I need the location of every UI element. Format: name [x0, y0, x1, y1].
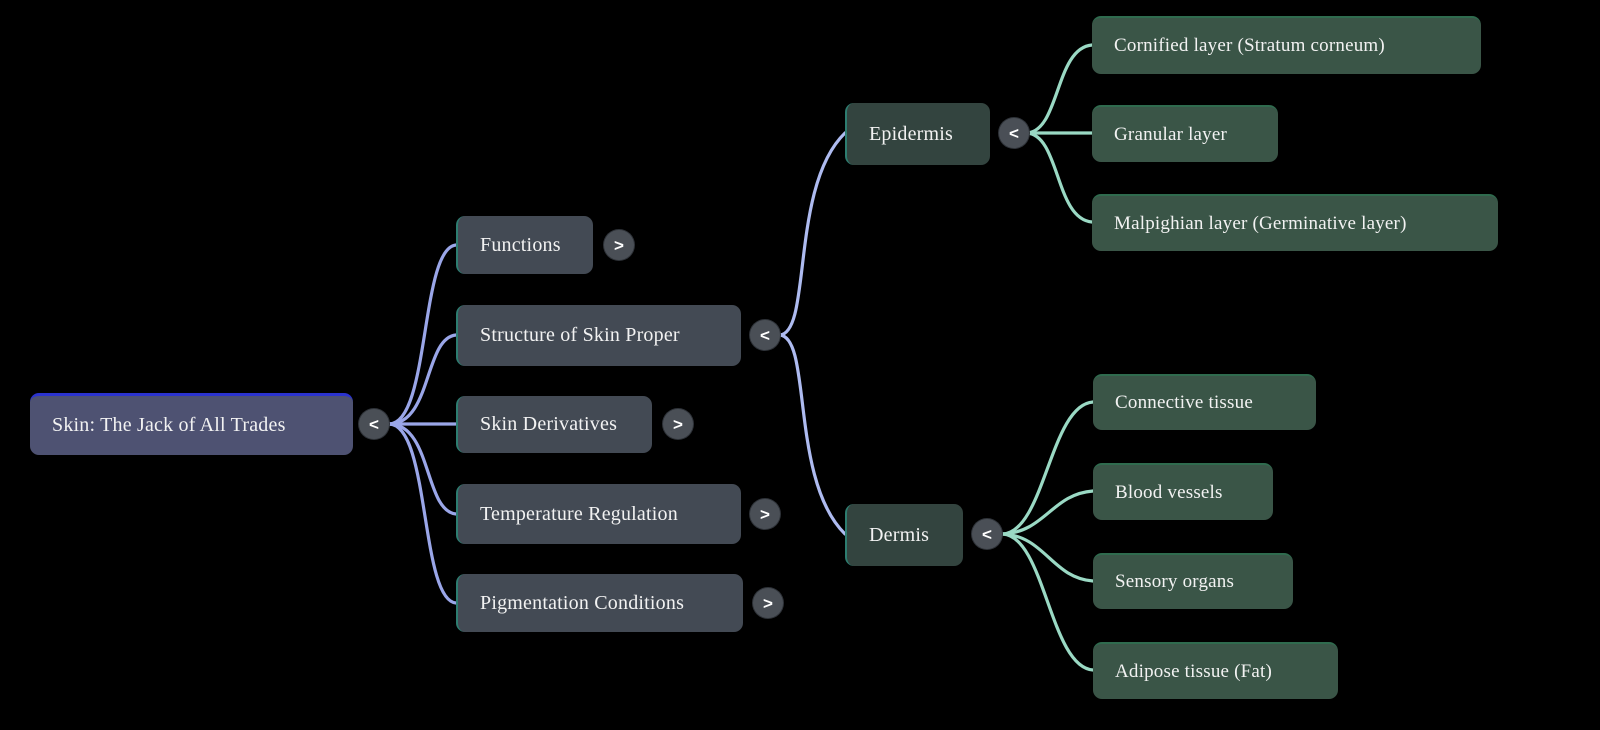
node-adipose-tissue-label: Adipose tissue (Fat)	[1115, 660, 1273, 682]
edge-dermis-adipose	[1001, 532, 1095, 672]
edge-root-functions	[387, 243, 458, 426]
node-root-label: Skin: The Jack of All Trades	[52, 414, 286, 436]
chevron-left-icon: <	[1009, 123, 1019, 143]
toggle-dermis[interactable]: <	[972, 519, 1002, 549]
toggle-pigmentation-conditions[interactable]: >	[753, 588, 783, 618]
edge-dermis-sensory	[1001, 532, 1095, 583]
node-sensory-organs[interactable]: Sensory organs	[1093, 553, 1293, 609]
node-malpighian-layer-label: Malpighian layer (Germinative layer)	[1114, 212, 1407, 234]
chevron-left-icon: <	[760, 325, 770, 345]
node-functions[interactable]: Functions	[456, 216, 593, 274]
node-structure-of-skin-proper-label: Structure of Skin Proper	[480, 324, 680, 346]
node-dermis[interactable]: Dermis	[845, 504, 963, 566]
node-skin-derivatives-label: Skin Derivatives	[480, 413, 618, 435]
toggle-functions[interactable]: >	[604, 230, 634, 260]
node-temperature-regulation-label: Temperature Regulation	[480, 502, 678, 525]
edge-dermis-blood	[1001, 489, 1095, 536]
node-root[interactable]: Skin: The Jack of All Trades	[30, 393, 353, 455]
node-cornified-layer[interactable]: Cornified layer (Stratum corneum)	[1092, 16, 1481, 74]
node-granular-layer-label: Granular layer	[1114, 123, 1228, 145]
edge-structure-epidermis	[778, 131, 847, 337]
edge-structure-dermis	[778, 333, 847, 536]
toggle-temperature-regulation[interactable]: >	[750, 499, 780, 529]
node-connective-tissue[interactable]: Connective tissue	[1093, 374, 1316, 430]
edge-root-structure	[387, 333, 458, 426]
node-granular-layer[interactable]: Granular layer	[1092, 105, 1278, 162]
node-pigmentation-conditions[interactable]: Pigmentation Conditions	[456, 574, 743, 632]
edge-root-pigmentation	[387, 422, 458, 605]
node-adipose-tissue[interactable]: Adipose tissue (Fat)	[1093, 642, 1338, 699]
toggle-root[interactable]: <	[359, 409, 389, 439]
chevron-right-icon: >	[673, 414, 683, 434]
toggle-epidermis[interactable]: <	[999, 118, 1029, 148]
chevron-right-icon: >	[614, 235, 624, 255]
node-blood-vessels-label: Blood vessels	[1115, 481, 1223, 503]
node-epidermis[interactable]: Epidermis	[845, 103, 990, 165]
toggle-skin-derivatives[interactable]: >	[663, 409, 693, 439]
node-structure-of-skin-proper[interactable]: Structure of Skin Proper	[456, 305, 741, 366]
node-cornified-layer-label: Cornified layer (Stratum corneum)	[1114, 35, 1385, 56]
node-malpighian-layer[interactable]: Malpighian layer (Germinative layer)	[1092, 194, 1498, 251]
edge-dermis-connective	[1001, 400, 1095, 536]
node-connective-tissue-label: Connective tissue	[1115, 392, 1253, 413]
node-skin-derivatives[interactable]: Skin Derivatives	[456, 396, 652, 453]
toggle-structure-of-skin-proper[interactable]: <	[750, 320, 780, 350]
chevron-left-icon: <	[982, 524, 992, 544]
edge-epidermis-cornified	[1025, 43, 1094, 135]
node-sensory-organs-label: Sensory organs	[1115, 571, 1235, 592]
node-blood-vessels[interactable]: Blood vessels	[1093, 463, 1273, 520]
node-temperature-regulation[interactable]: Temperature Regulation	[456, 484, 741, 544]
chevron-left-icon: <	[369, 414, 379, 434]
node-functions-label: Functions	[480, 233, 561, 256]
edge-epidermis-malpighian	[1025, 131, 1094, 224]
node-pigmentation-conditions-label: Pigmentation Conditions	[480, 591, 685, 614]
chevron-right-icon: >	[760, 504, 770, 524]
node-epidermis-label: Epidermis	[869, 122, 954, 145]
chevron-right-icon: >	[763, 593, 773, 613]
edge-root-temperature	[387, 422, 458, 516]
node-dermis-label: Dermis	[869, 523, 930, 546]
